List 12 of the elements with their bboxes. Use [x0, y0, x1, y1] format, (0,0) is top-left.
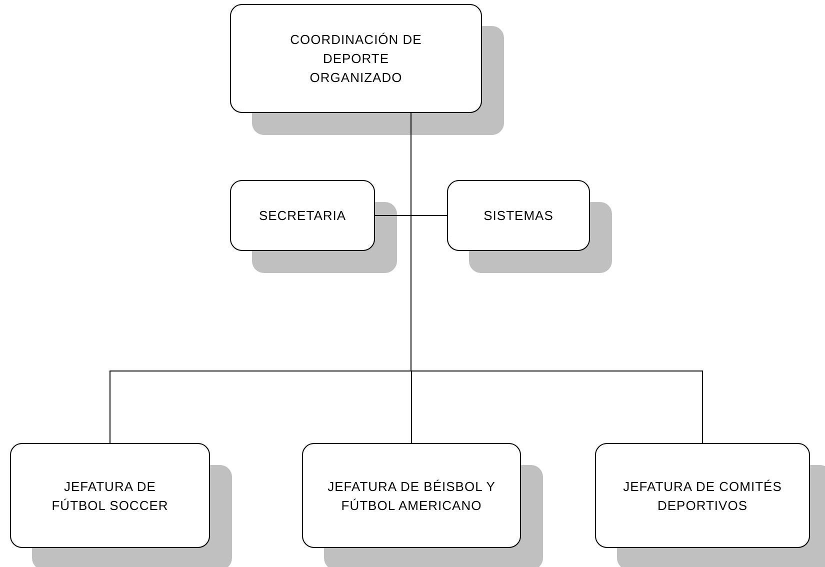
- org-box: [447, 180, 590, 251]
- box-label: JEFATURA DE BÉISBOL Y FÚTBOL AMERICANO: [326, 478, 496, 514]
- org-box: [302, 443, 521, 548]
- org-box: [230, 180, 375, 251]
- box-label: SECRETARIA: [258, 207, 348, 225]
- box-label: JEFATURA DE COMITÉS DEPORTIVOS: [622, 478, 783, 514]
- org-box: [10, 443, 210, 548]
- box-label: JEFATURA DE FÚTBOL SOCCER: [50, 478, 170, 514]
- org-box: [595, 443, 810, 548]
- org-box: [230, 4, 482, 113]
- box-label: COORDINACIÓN DE DEPORTE ORGANIZADO: [289, 31, 423, 87]
- box-label: SISTEMAS: [482, 207, 554, 225]
